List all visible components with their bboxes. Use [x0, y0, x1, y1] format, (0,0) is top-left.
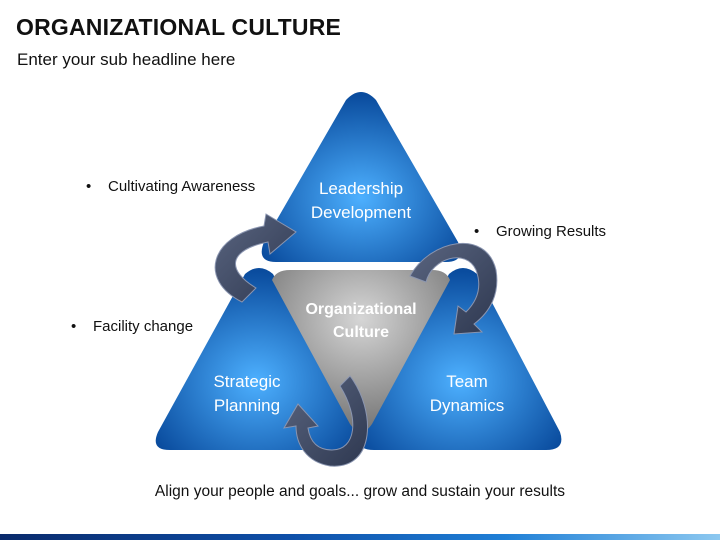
team-triangle: [358, 268, 562, 450]
center-triangle: [272, 270, 450, 432]
leadership-label-2: Development: [311, 203, 411, 222]
page-title: ORGANIZATIONAL CULTURE: [16, 14, 342, 40]
bullet-item: • Cultivating Awareness: [86, 178, 255, 195]
strategic-label-1: Strategic: [213, 372, 281, 391]
strategic-label-2: Planning: [214, 396, 280, 415]
bullet-dot: •: [71, 318, 77, 335]
cycle-arrow-left: [214, 213, 297, 303]
center-label-2: Culture: [333, 324, 389, 341]
bullet-item: • Growing Results: [474, 223, 606, 240]
strategic-triangle: [155, 268, 358, 450]
cycle-arrow-bottom: [283, 375, 368, 467]
leadership-label-1: Leadership: [319, 179, 403, 198]
team-label-2: Dynamics: [430, 396, 505, 415]
bullet-dot: •: [474, 223, 480, 240]
leadership-triangle: [261, 92, 461, 262]
team-label-1: Team: [446, 372, 488, 391]
bullet-text: Facility change: [93, 318, 194, 335]
bullet-text: Cultivating Awareness: [108, 178, 256, 195]
bullet-item: • Facility change: [71, 318, 193, 335]
page-subtitle: Enter your sub headline here: [17, 50, 236, 69]
cycle-arrow-right: [409, 242, 498, 335]
footer-text: Align your people and goals... grow and …: [154, 483, 566, 500]
center-label-1: Organizational: [305, 301, 416, 318]
bottom-accent-bar: [0, 534, 720, 540]
bullet-dot: •: [86, 178, 92, 195]
bullet-text: Growing Results: [496, 223, 607, 240]
